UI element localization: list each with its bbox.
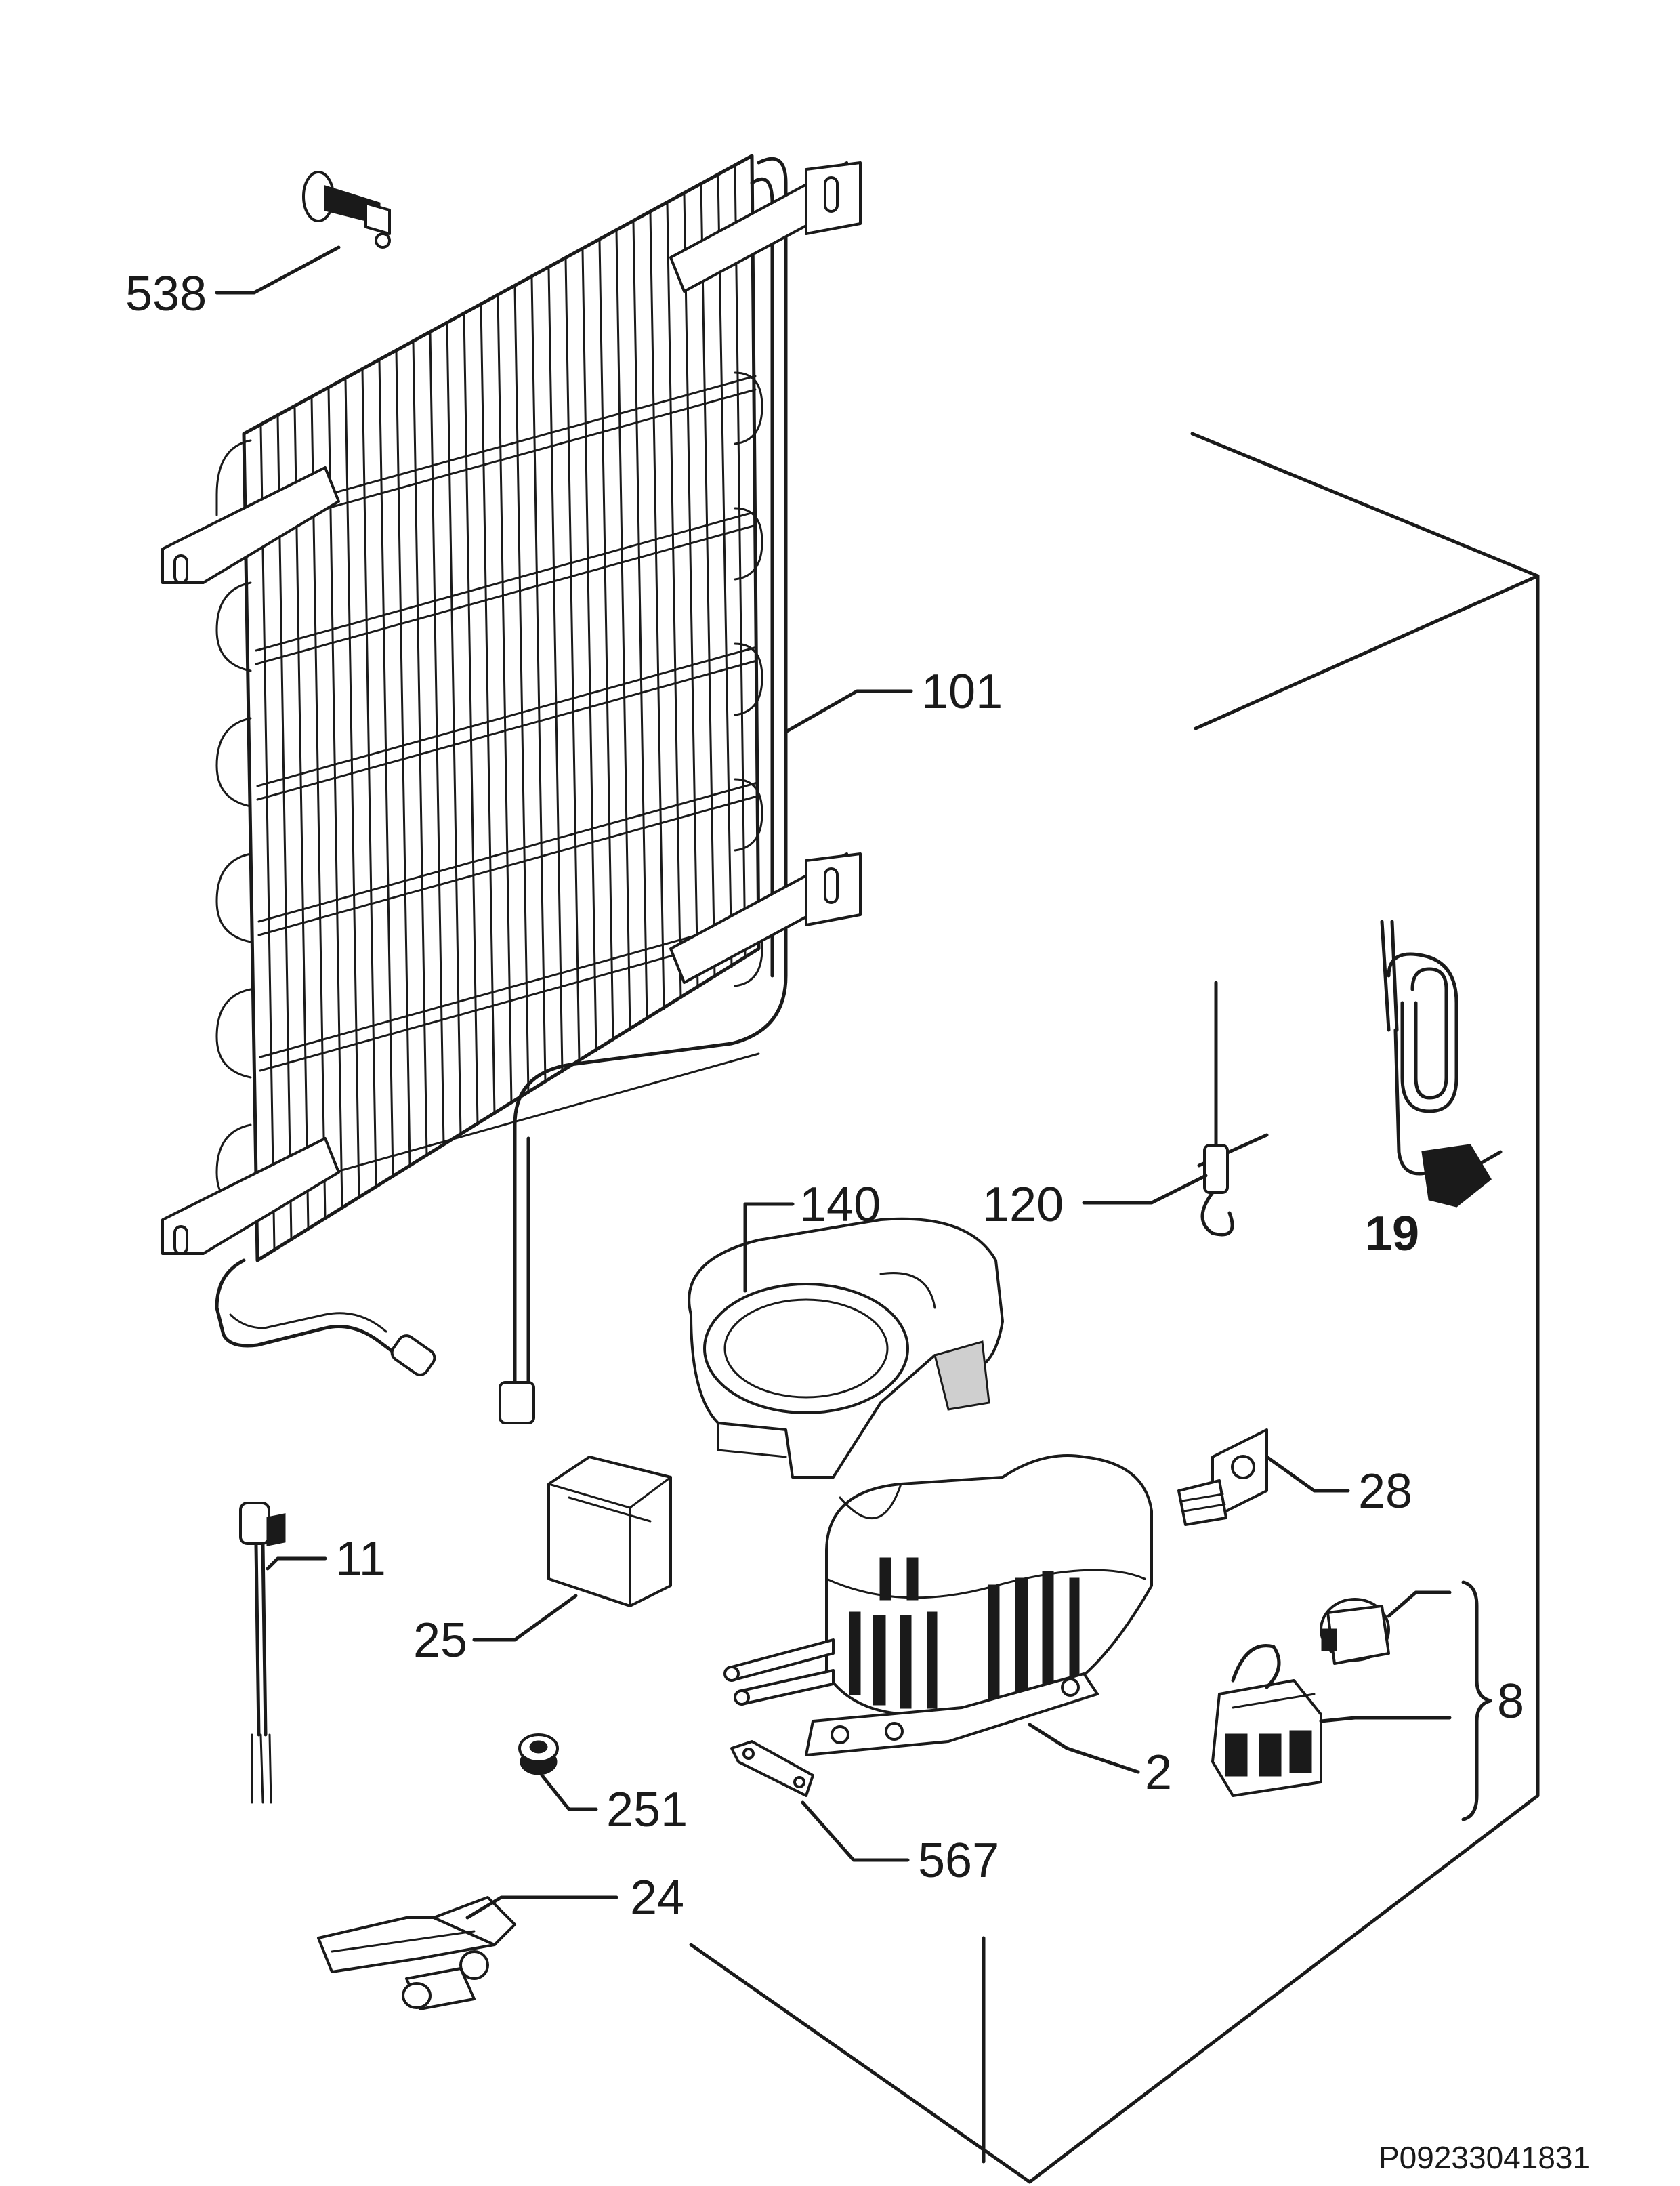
- callout-8: 8: [1497, 1674, 1524, 1729]
- callout-567: 567: [918, 1834, 999, 1888]
- callout-120: 120: [982, 1178, 1064, 1232]
- callout-140: 140: [799, 1178, 881, 1232]
- callout-19: 19: [1365, 1207, 1419, 1261]
- grommet-part-251: [518, 1733, 559, 1775]
- compressor-part-2: [723, 1454, 1153, 1756]
- callout-24: 24: [630, 1871, 684, 1925]
- callout-11: 11: [335, 1532, 386, 1586]
- bracket-part-28: [1177, 1428, 1268, 1526]
- tray-part-140: [688, 1217, 1004, 1479]
- callout-28: 28: [1358, 1464, 1412, 1519]
- callout-2: 2: [1145, 1746, 1172, 1800]
- strap-part-567: [730, 1740, 814, 1797]
- callout-labels: 538 101 140 120 19 28 11 25 8 2 251 567 …: [125, 267, 1524, 1925]
- cabinet-outline: [689, 432, 1540, 2184]
- callout-538: 538: [125, 267, 207, 321]
- condenser-part-101: [161, 154, 862, 1424]
- clamp-part-24: [317, 1896, 516, 2010]
- callout-101: 101: [921, 665, 1003, 719]
- sensor-part-120: [1197, 981, 1269, 1237]
- clip-part-538: [302, 171, 391, 249]
- leader-lines: [215, 245, 1492, 1920]
- starter-relay-part-8: [1211, 1598, 1390, 1797]
- relay-box-part-25: [547, 1456, 672, 1607]
- wire-part-11: [239, 1502, 286, 1804]
- callout-25: 25: [413, 1613, 467, 1668]
- callout-251: 251: [606, 1783, 688, 1837]
- power-cord-part-19: [1380, 920, 1503, 1208]
- drawing-reference: P09233041831: [1379, 2140, 1590, 2175]
